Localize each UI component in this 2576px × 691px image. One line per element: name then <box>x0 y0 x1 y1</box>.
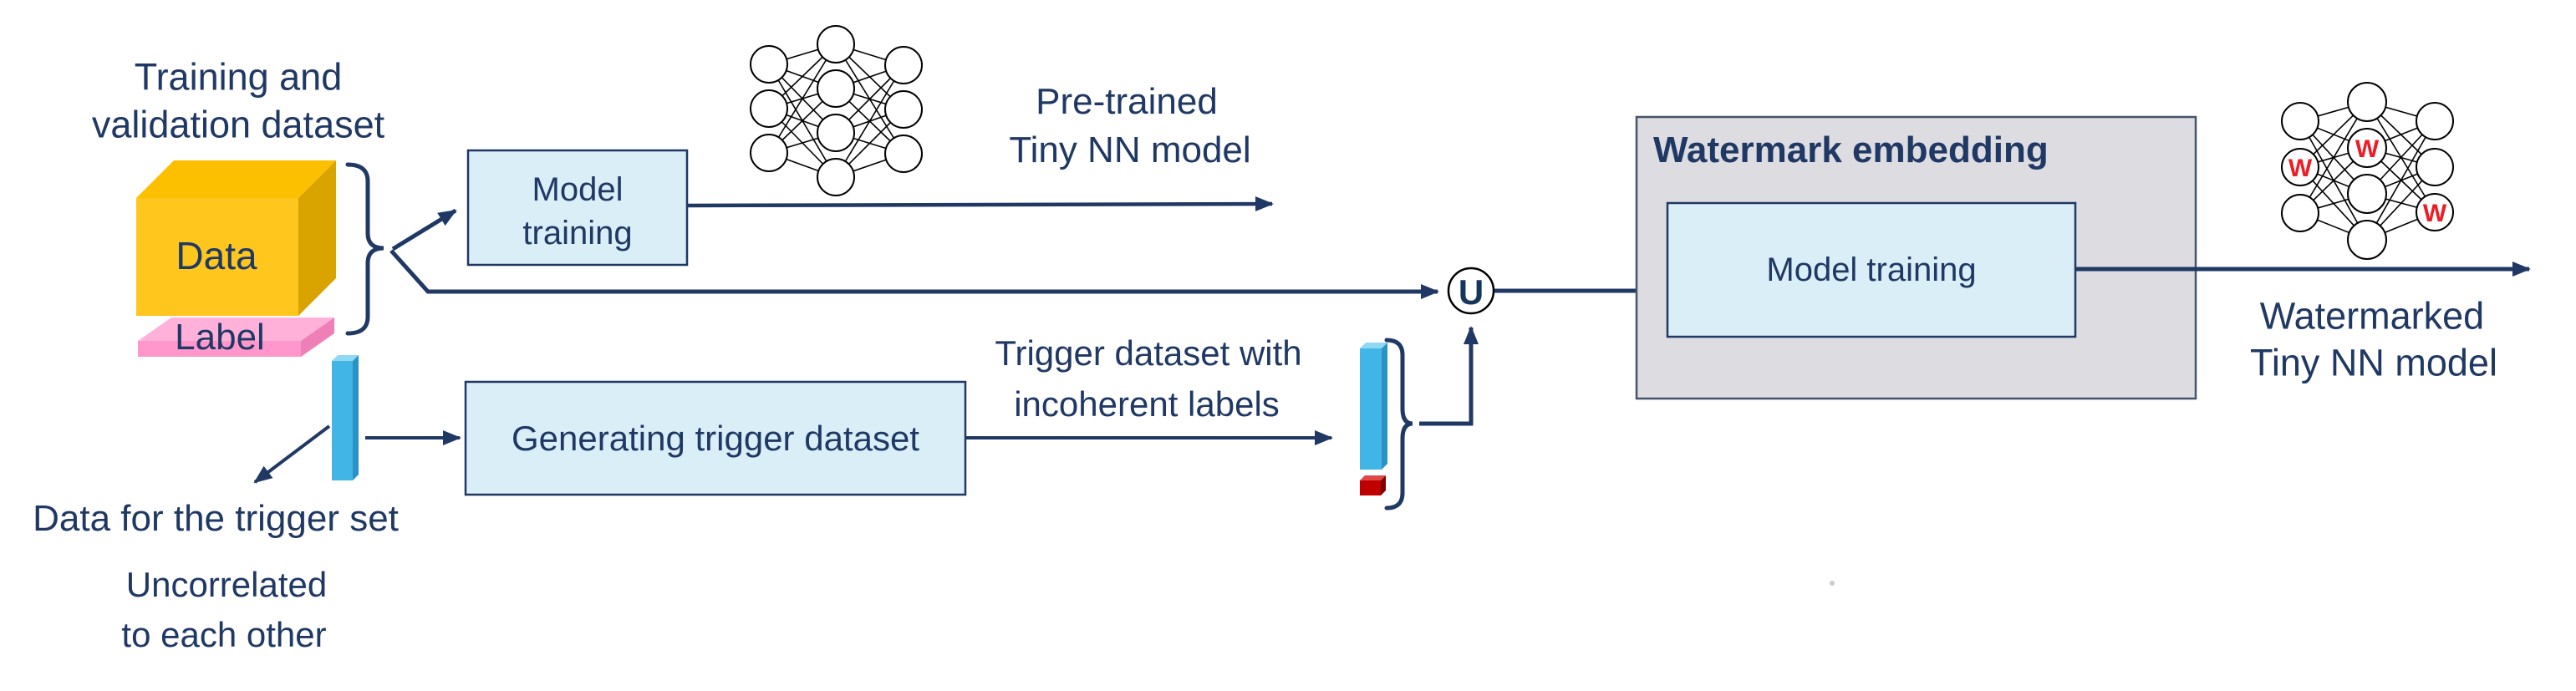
watermark-w-icon: W <box>2288 155 2313 182</box>
model-training-label-line2: training <box>522 215 633 252</box>
trigger-data-bar-icon <box>332 355 359 480</box>
watermark-w-icon: W <box>2423 200 2447 227</box>
trigger-dataset-bar-icon <box>1360 343 1387 470</box>
label-slab-label: Label <box>175 317 265 358</box>
trigger-brace <box>1384 338 1413 511</box>
arrow-pretrained-model <box>686 196 1274 212</box>
generating-trigger-label: Generating trigger dataset <box>512 419 919 458</box>
arrow-to-trigger-data-label <box>253 424 331 484</box>
trigger-label-line1: Trigger dataset with <box>995 333 1302 373</box>
model-training-box <box>466 149 689 267</box>
union-node-circle <box>1447 267 1495 315</box>
neural-network-watermarked-icon: W W W <box>2281 82 2454 260</box>
data-cube-label: Data <box>176 234 257 277</box>
watermarked-label-line1: Watermarked <box>2259 294 2485 338</box>
dataset-brace <box>345 162 384 336</box>
label-slab-icon <box>138 318 334 357</box>
data-cube-icon <box>136 160 336 316</box>
arrow-trigger-to-union <box>1419 326 1479 426</box>
pretrained-label-line1: Pre-trained <box>1036 81 1218 122</box>
uncorrelated-label-line1: Uncorrelated <box>125 565 328 604</box>
neural-network-icon <box>750 25 923 196</box>
generating-trigger-box <box>464 380 967 496</box>
embedding-model-training-label: Model training <box>1766 252 1977 288</box>
trigger-data-label: Data for the trigger set <box>33 498 399 539</box>
dataset-title-line1: Training and <box>134 55 343 99</box>
watermarked-label-line2: Tiny NN model <box>2250 341 2497 384</box>
incoherent-label-block-icon <box>1360 475 1386 495</box>
union-symbol: U <box>1458 272 1484 312</box>
artifact-dot <box>1830 581 1835 586</box>
trigger-label-line2: incoherent labels <box>1014 384 1280 424</box>
dataset-title-line2: validation dataset <box>91 103 385 146</box>
uncorrelated-label-line2: to each other <box>121 615 327 654</box>
watermark-w-icon: W <box>2355 135 2380 163</box>
model-training-label-line1: Model <box>532 171 624 208</box>
arrow-to-model-training <box>391 208 457 252</box>
arrow-data-to-union <box>389 249 1439 299</box>
watermark-embedding-title: Watermark embedding <box>1653 130 2049 170</box>
embedding-model-training-box <box>1666 201 2077 338</box>
pretrained-label-line2: Tiny NN model <box>1009 130 1251 170</box>
